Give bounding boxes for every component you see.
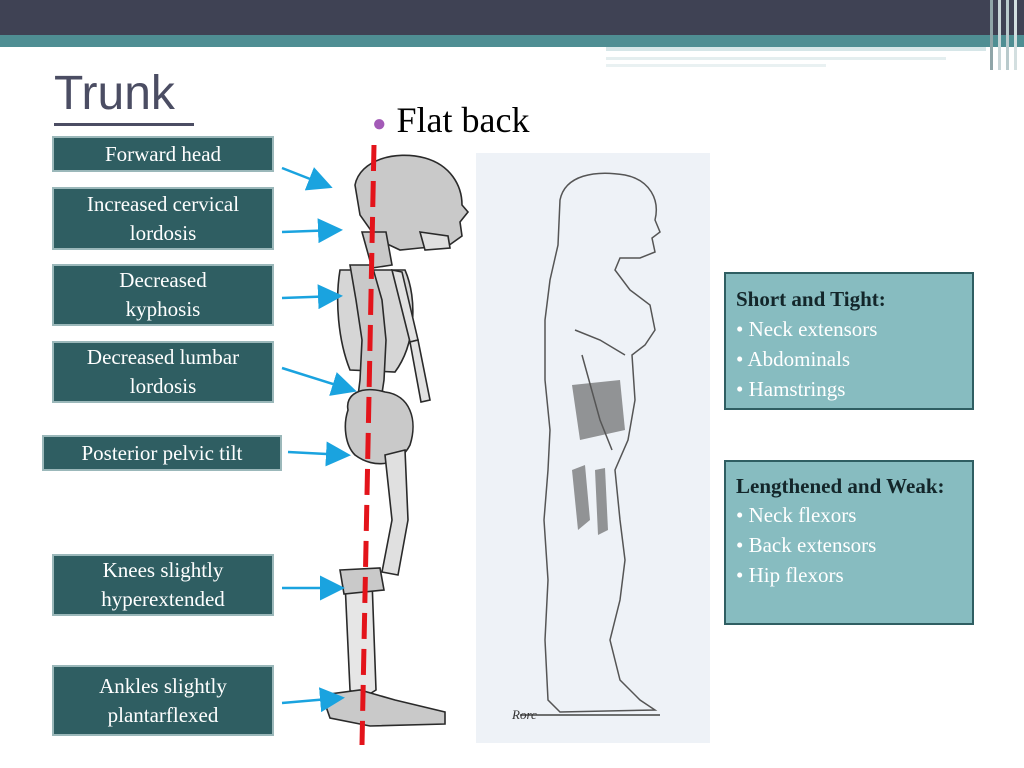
header-deco-1 xyxy=(606,47,986,51)
header-deco-stripe-4 xyxy=(1014,0,1017,70)
sketch-signature: Rorc xyxy=(511,707,537,722)
title-underline xyxy=(54,123,194,126)
sketch-panel xyxy=(476,153,710,743)
label-cervical-lordosis: Increased cervical lordosis xyxy=(52,187,274,250)
lengthened-weak-item: • Hip flexors xyxy=(736,563,844,587)
label-forward-head: Forward head xyxy=(52,136,274,172)
lengthened-weak-box: Lengthened and Weak: • Neck flexors • Ba… xyxy=(724,460,974,625)
arrow-kyphosis xyxy=(281,284,343,310)
short-tight-item: • Hamstrings xyxy=(736,377,846,401)
header-accent-line xyxy=(0,35,1024,47)
label-pelvic-tilt: Posterior pelvic tilt xyxy=(42,435,282,471)
label-ankles: Ankles slightly plantarflexed xyxy=(52,665,274,736)
label-kyphosis: Decreased kyphosis xyxy=(52,264,274,326)
sketch-muscles xyxy=(572,380,625,535)
slide-title: Trunk xyxy=(54,67,175,120)
bullet-dot-icon: ● xyxy=(372,110,387,137)
bullet-text: Flat back xyxy=(396,100,530,140)
header-deco-3 xyxy=(606,64,826,67)
header-deco-stripe-1 xyxy=(990,0,993,70)
short-tight-item: • Abdominals xyxy=(736,347,851,371)
arrow-forward-head xyxy=(281,166,333,191)
skeleton-drawing xyxy=(320,154,470,727)
short-tight-heading: Short and Tight: xyxy=(736,287,886,311)
arrow-pelvic xyxy=(287,441,351,467)
bullet-flat-back: ● Flat back xyxy=(372,100,529,144)
lengthened-weak-item: • Neck flexors xyxy=(736,503,857,527)
plumb-line xyxy=(359,144,377,746)
short-tight-box: Short and Tight: • Neck extensors • Abdo… xyxy=(724,272,974,410)
header-deco-stripe-2 xyxy=(998,0,1001,70)
label-knees: Knees slightly hyperextended xyxy=(52,554,274,616)
header-deco-2 xyxy=(606,57,946,60)
arrow-ankles xyxy=(281,687,345,713)
arrow-lumbar xyxy=(281,366,357,396)
label-lumbar-lordosis: Decreased lumbar lordosis xyxy=(52,341,274,403)
header-deco-stripe-3 xyxy=(1006,0,1009,70)
header-bar xyxy=(0,0,1024,35)
lengthened-weak-heading: Lengthened and Weak: xyxy=(736,474,945,498)
arrow-cervical xyxy=(281,218,343,244)
lengthened-weak-item: • Back extensors xyxy=(736,533,877,557)
short-tight-item: • Neck extensors xyxy=(736,317,878,341)
